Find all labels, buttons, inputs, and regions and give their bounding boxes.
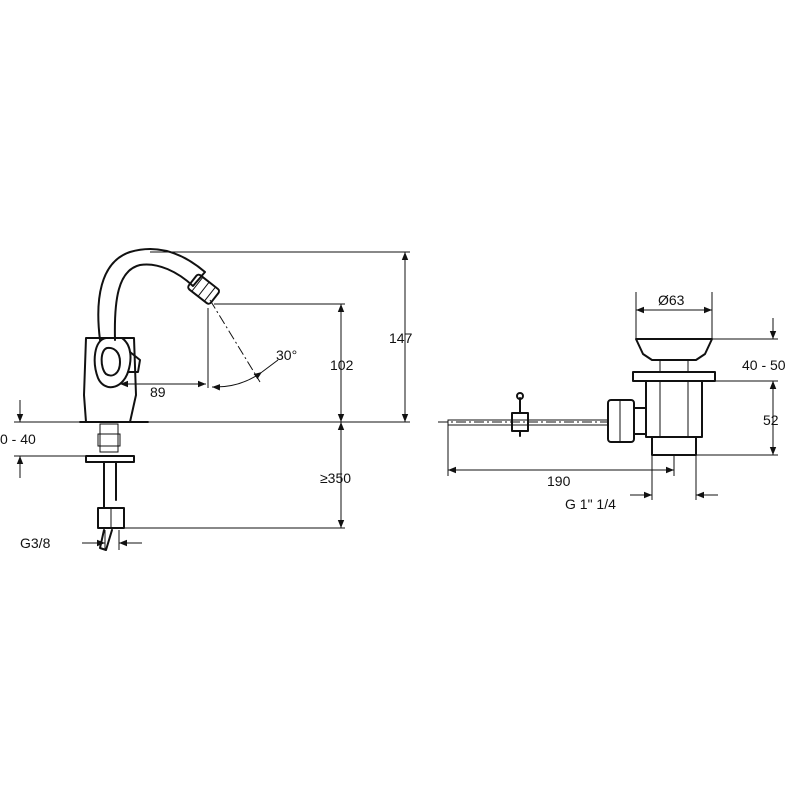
spout-aerator	[187, 273, 220, 305]
dim-deck-thickness: 0 - 40	[0, 431, 36, 447]
dim-total-height: 147	[389, 330, 413, 346]
lever-handle	[93, 337, 132, 388]
dim-hose-length: ≥350	[320, 470, 351, 486]
dim-diameter: Ø63	[658, 292, 685, 308]
side-connector-nut	[607, 399, 635, 443]
fixing-nut	[97, 433, 121, 447]
dim-rod-length: 190	[547, 473, 571, 489]
fixing-plate	[85, 455, 135, 463]
dim-spout-height: 102	[330, 357, 354, 373]
hose-end	[99, 529, 113, 551]
waste-dimensions: Ø63 40 - 50 52 190 G 1" 1/4	[447, 292, 786, 512]
waste-tail	[651, 436, 697, 456]
tap-dimensions: 147 102 30° 89 ≥350 0 - 40 G3/8	[0, 251, 413, 551]
waste-flange	[632, 371, 716, 382]
waste-plug	[635, 338, 713, 361]
pop-up-waste	[438, 338, 716, 456]
dim-angle: 30°	[276, 347, 297, 363]
dim-body-height: 52	[763, 412, 779, 428]
basin-mixer-tap	[79, 247, 220, 551]
lever-inner	[100, 346, 121, 377]
tap-body	[83, 337, 137, 423]
dim-thread: G 1" 1/4	[565, 496, 616, 512]
lever-side	[127, 351, 141, 373]
tap-spout	[97, 247, 206, 341]
fixing-stud	[99, 423, 119, 453]
dim-plug-height: 40 - 50	[742, 357, 786, 373]
dim-connection: G3/8	[20, 535, 51, 551]
waste-body	[645, 380, 703, 438]
dim-spout-reach: 89	[150, 384, 166, 400]
